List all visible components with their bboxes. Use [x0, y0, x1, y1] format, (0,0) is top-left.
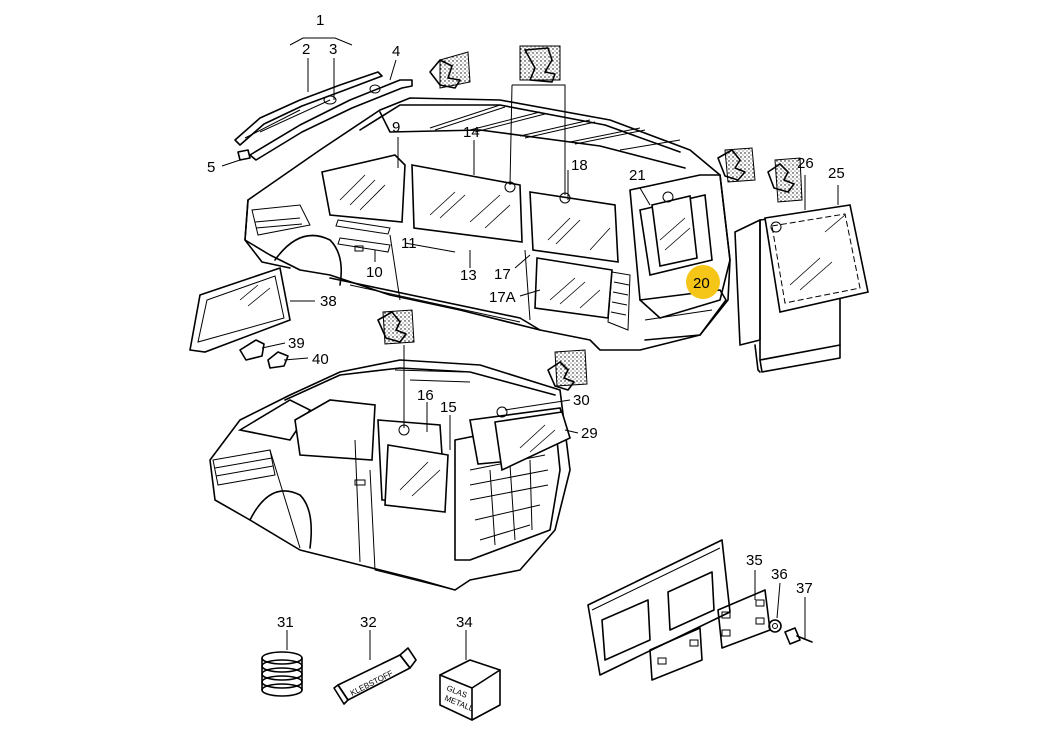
- callout-26[interactable]: 26: [797, 155, 814, 172]
- callout-15[interactable]: 15: [440, 399, 457, 416]
- callout-13[interactable]: 13: [460, 267, 477, 284]
- callout-21[interactable]: 21: [629, 167, 646, 184]
- callout-2[interactable]: 2: [302, 41, 310, 58]
- callout-35[interactable]: 35: [746, 552, 763, 569]
- callout-5[interactable]: 5: [207, 159, 215, 176]
- callout-30[interactable]: 30: [573, 392, 590, 409]
- callout-16[interactable]: 16: [417, 387, 434, 404]
- spoiler-parts: [234, 71, 413, 161]
- callout-25[interactable]: 25: [828, 165, 845, 182]
- van-body-upper: [244, 97, 731, 351]
- mount-points: [398, 181, 782, 436]
- callout-20[interactable]: 20: [693, 275, 710, 292]
- accessory-tape-roll: [261, 651, 303, 697]
- callout-11[interactable]: 11: [401, 235, 417, 252]
- callout-40[interactable]: 40: [312, 351, 329, 368]
- callout-38[interactable]: 38: [320, 293, 337, 310]
- rear-window-exploded: [734, 204, 869, 373]
- callout-31[interactable]: 31: [277, 614, 294, 631]
- partition-panel: [587, 539, 813, 681]
- adhesive-tube-label: KLEBSTOFF: [349, 669, 395, 698]
- callout-3[interactable]: 3: [329, 41, 337, 58]
- callout-9[interactable]: 9: [392, 119, 400, 136]
- accessory-adhesive-tube: [333, 647, 417, 705]
- callout-32[interactable]: 32: [360, 614, 377, 631]
- seal-profiles: [377, 45, 803, 391]
- callout-37[interactable]: 37: [796, 580, 813, 597]
- callout-34[interactable]: 34: [456, 614, 473, 631]
- highlight-marker: [686, 265, 720, 299]
- side-window-38: [189, 266, 291, 369]
- callout-10[interactable]: 10: [366, 264, 383, 281]
- leader-lines: [221, 37, 839, 660]
- callout-36[interactable]: 36: [771, 566, 788, 583]
- callout-4[interactable]: 4: [392, 43, 400, 60]
- callout-18[interactable]: 18: [571, 157, 588, 174]
- callout-17[interactable]: 17: [494, 266, 511, 283]
- van-body-lower: [209, 359, 571, 591]
- callout-1[interactable]: 1: [316, 12, 324, 29]
- callout-17a[interactable]: 17A: [489, 289, 516, 306]
- callout-labels: 1 2 3 4 5 9 10 11 13 14 15 16 17 17A 18 …: [207, 12, 845, 631]
- callout-39[interactable]: 39: [288, 335, 305, 352]
- callout-29[interactable]: 29: [581, 425, 598, 442]
- callout-14[interactable]: 14: [463, 124, 480, 141]
- accessory-box: [439, 659, 501, 721]
